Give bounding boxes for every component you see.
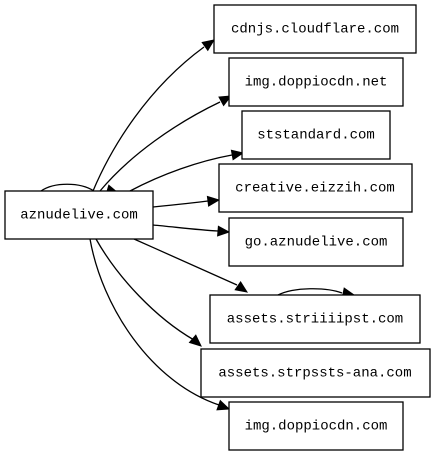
arrowhead-icon bbox=[217, 225, 231, 237]
edge-n0-to-n1 bbox=[92, 39, 216, 192]
node-target[interactable]: cdnjs.cloudflare.com bbox=[213, 4, 417, 54]
arrowhead-icon bbox=[201, 39, 216, 52]
arrowhead-icon bbox=[188, 334, 202, 347]
arrowhead-icon bbox=[234, 280, 249, 293]
node-source-box bbox=[4, 190, 154, 240]
node-source-label: aznudelive.com bbox=[20, 208, 138, 224]
node-target-label: img.doppiocdn.com bbox=[245, 419, 388, 435]
edge-n0-to-n2 bbox=[99, 95, 233, 192]
edge-line bbox=[277, 288, 343, 296]
node-target[interactable]: img.doppiocdn.com bbox=[228, 401, 404, 451]
node-target[interactable]: ststandard.com bbox=[241, 110, 391, 160]
edge-n0-to-n8 bbox=[89, 238, 231, 411]
arrowhead-icon bbox=[206, 195, 221, 207]
edge-line bbox=[99, 101, 221, 192]
edge-line bbox=[89, 238, 220, 406]
node-target-label: creative.eizzih.com bbox=[235, 181, 395, 197]
node-target[interactable]: go.aznudelive.com bbox=[228, 217, 404, 267]
node-target-box bbox=[209, 294, 421, 344]
edge-line bbox=[152, 224, 219, 232]
node-target-label: cdnjs.cloudflare.com bbox=[231, 22, 399, 38]
node-target-box bbox=[218, 163, 413, 213]
node-target-label: img.doppiocdn.net bbox=[245, 75, 388, 91]
edge-line bbox=[129, 154, 233, 192]
node-target-label: assets.striiiipst.com bbox=[227, 312, 403, 328]
node-target-label: go.aznudelive.com bbox=[245, 235, 388, 251]
node-target-box bbox=[200, 348, 431, 398]
node-target-box bbox=[241, 110, 391, 160]
edge-n0-to-n6 bbox=[133, 238, 249, 293]
node-target-box bbox=[228, 57, 404, 107]
edge-line bbox=[40, 183, 95, 192]
node-target-label: ststandard.com bbox=[257, 128, 375, 144]
edge-n0-to-n5 bbox=[152, 224, 231, 237]
edge-line bbox=[95, 238, 195, 341]
node-source[interactable]: aznudelive.com bbox=[4, 190, 154, 240]
node-target[interactable]: creative.eizzih.com bbox=[218, 163, 413, 213]
node-target-box bbox=[228, 217, 404, 267]
edge-n0-to-n7 bbox=[95, 238, 202, 347]
edges-layer bbox=[40, 39, 356, 411]
arrowhead-icon bbox=[218, 95, 233, 107]
arrowhead-icon bbox=[216, 399, 231, 411]
node-target-box bbox=[213, 4, 417, 54]
node-target[interactable]: img.doppiocdn.net bbox=[228, 57, 404, 107]
node-target-box bbox=[228, 401, 404, 451]
edge-line bbox=[92, 46, 205, 192]
edge-n0-to-n3 bbox=[129, 149, 245, 192]
edge-line bbox=[152, 200, 209, 208]
node-target[interactable]: assets.strpssts-ana.com bbox=[200, 348, 431, 398]
node-target-label: assets.strpssts-ana.com bbox=[218, 366, 411, 382]
edge-n0-to-n4 bbox=[152, 195, 221, 208]
edge-line bbox=[133, 238, 238, 286]
arrowhead-icon bbox=[230, 149, 245, 161]
node-target[interactable]: assets.striiiipst.com bbox=[209, 294, 421, 344]
